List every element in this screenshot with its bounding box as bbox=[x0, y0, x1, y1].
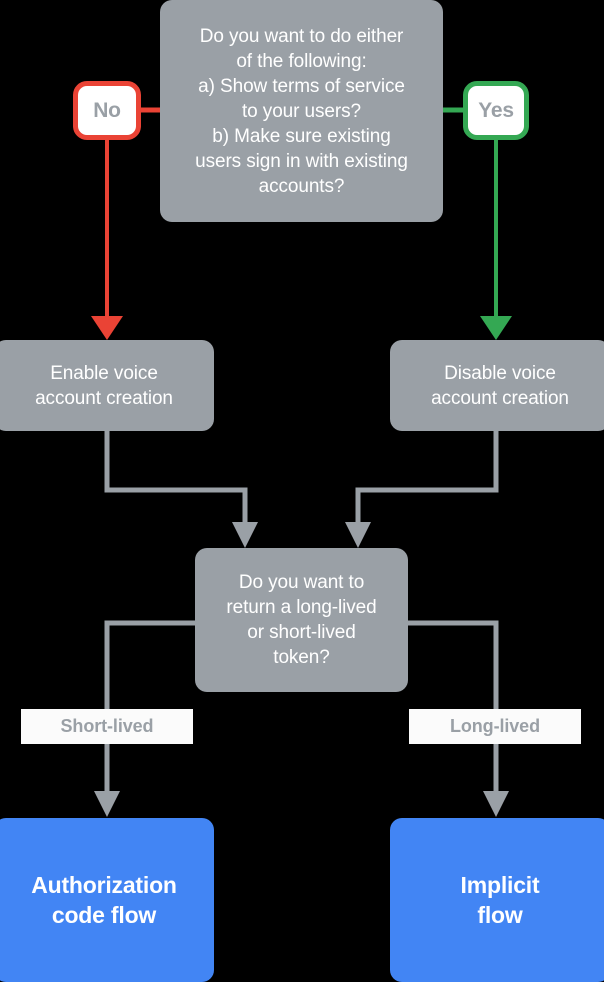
edge-token-to-implicit-arrowhead bbox=[483, 791, 509, 817]
node-question-terms: Do you want to do either of the followin… bbox=[160, 0, 443, 222]
edge-token-to-auth-code-arrowhead bbox=[94, 791, 120, 817]
node-question-token-label: Do you want to return a long-lived or sh… bbox=[226, 572, 377, 668]
edge-label-short-lived-text: Short-lived bbox=[60, 716, 154, 736]
edge-label-long-lived-text: Long-lived bbox=[450, 716, 540, 736]
edge-yes-to-disable-arrowhead bbox=[480, 316, 512, 340]
edge-enable-to-token-arrowhead bbox=[232, 522, 258, 548]
edge-disable-to-token bbox=[355, 431, 499, 525]
edge-no-to-enable-arrowhead bbox=[91, 316, 123, 340]
badge-yes[interactable]: Yes bbox=[463, 81, 529, 140]
edge-label-short-lived: Short-lived bbox=[21, 709, 193, 744]
node-enable-voice-label: Enable voice account creation bbox=[35, 362, 173, 409]
badge-no-label: No bbox=[93, 98, 121, 122]
node-auth-code-flow-label: Authorization code flow bbox=[31, 872, 177, 928]
node-auth-code-flow: Authorization code flow bbox=[0, 818, 214, 982]
edge-disable-to-token-arrowhead bbox=[345, 522, 371, 548]
node-implicit-flow: Implicit flow bbox=[390, 818, 604, 982]
badge-no[interactable]: No bbox=[73, 81, 141, 140]
badge-yes-label: Yes bbox=[478, 98, 514, 122]
node-disable-voice-label: Disable voice account creation bbox=[431, 362, 569, 409]
node-question-terms-label: Do you want to do either of the followin… bbox=[195, 25, 408, 197]
edge-enable-to-token bbox=[104, 431, 248, 525]
node-enable-voice: Enable voice account creation bbox=[0, 340, 214, 431]
node-implicit-flow-label: Implicit flow bbox=[460, 872, 540, 928]
node-question-token: Do you want to return a long-lived or sh… bbox=[195, 548, 408, 692]
edge-label-long-lived: Long-lived bbox=[409, 709, 581, 744]
node-disable-voice: Disable voice account creation bbox=[390, 340, 604, 431]
